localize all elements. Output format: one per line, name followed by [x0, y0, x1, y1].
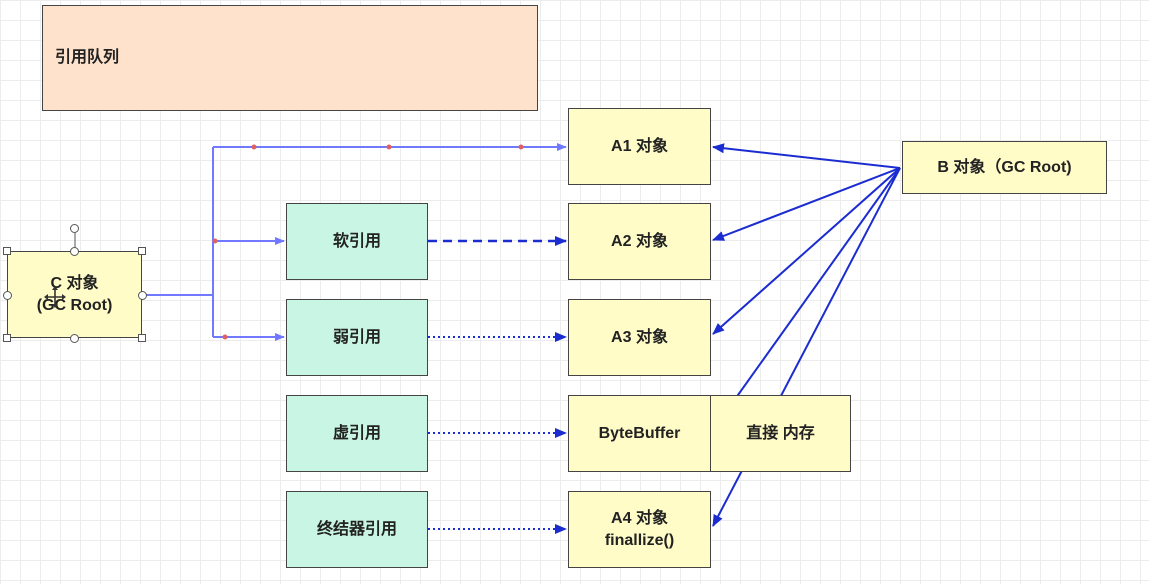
rotate-handle[interactable] — [70, 224, 79, 233]
a2-object-label: A2 对象 — [611, 232, 668, 250]
finalizer-reference-label: 终结器引用 — [316, 520, 397, 538]
a4-object-label: A4 对象 finallize() — [604, 509, 675, 549]
b-object-box[interactable]: B 对象（GC Root) — [902, 141, 1107, 194]
move-cursor-icon — [44, 286, 66, 308]
resize-handle-sw[interactable] — [3, 334, 11, 342]
connect-handle-s[interactable] — [70, 334, 79, 343]
resize-handle-nw[interactable] — [3, 247, 11, 255]
reference-queue-label: 引用队列 — [55, 49, 120, 67]
direct-memory-label: 直接 内存 — [746, 424, 815, 442]
connect-handle-e[interactable] — [138, 291, 147, 300]
bytebuffer-label: ByteBuffer — [598, 424, 681, 442]
b-to-a4-arrow — [712, 167, 901, 527]
waypoint-dots — [212, 144, 524, 340]
resize-handle-se[interactable] — [138, 334, 146, 342]
a3-object-box[interactable]: A3 对象 — [568, 299, 711, 376]
soft-reference-label: 软引用 — [332, 232, 381, 250]
bytebuffer-box[interactable]: ByteBuffer — [568, 395, 711, 472]
a3-object-label: A3 对象 — [611, 328, 668, 346]
c-object-box[interactable]: C 对象 (GC Root) — [7, 251, 142, 338]
connect-handle-w[interactable] — [3, 291, 12, 300]
b-object-label: B 对象（GC Root) — [937, 158, 1072, 176]
weak-reference-box[interactable]: 弱引用 — [286, 299, 428, 376]
b-to-bytebuffer-arrow — [712, 167, 901, 431]
soft-reference-box[interactable]: 软引用 — [286, 203, 428, 280]
a2-object-box[interactable]: A2 对象 — [568, 203, 711, 280]
b-to-a1-arrow — [712, 143, 901, 169]
finalizer-reference-box[interactable]: 终结器引用 — [286, 491, 428, 568]
a4-object-box[interactable]: A4 对象 finallize() — [568, 491, 711, 568]
b-to-a2-arrow — [712, 167, 901, 241]
c-object-label: C 对象 (GC Root) — [36, 274, 113, 314]
direct-memory-box[interactable]: 直接 内存 — [710, 395, 851, 472]
reference-lines — [428, 236, 567, 534]
resize-handle-ne[interactable] — [138, 247, 146, 255]
a1-object-box[interactable]: A1 对象 — [568, 108, 711, 185]
phantom-reference-box[interactable]: 虚引用 — [286, 395, 428, 472]
connect-handle-n[interactable] — [70, 247, 79, 256]
a1-object-label: A1 对象 — [611, 137, 668, 155]
phantom-reference-label: 虚引用 — [332, 424, 381, 442]
reference-queue-box[interactable]: 引用队列 — [42, 5, 538, 111]
b-to-a3-arrow — [712, 167, 901, 335]
weak-reference-label: 弱引用 — [332, 328, 381, 346]
